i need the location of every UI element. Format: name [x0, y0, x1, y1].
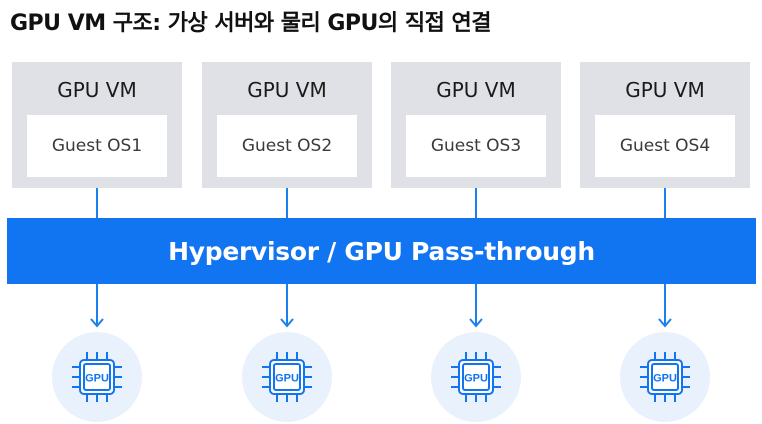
diagram-title: GPU VM 구조: 가상 서버와 물리 GPU의 직접 연결 [10, 11, 491, 36]
gpu-node-4: GPU [620, 332, 710, 422]
gpu-node-3: GPU [431, 332, 521, 422]
vm-connector-line-2 [286, 188, 288, 218]
guest-os-box-1: Guest OS1 [27, 115, 167, 177]
guest-os-label: Guest OS2 [241, 136, 333, 156]
vm-label: GPU VM [625, 78, 705, 102]
guest-os-box-3: Guest OS3 [406, 115, 546, 177]
guest-os-box-4: Guest OS4 [595, 115, 735, 177]
gpu-chip-icon: GPU [640, 352, 690, 402]
guest-os-label: Guest OS3 [430, 136, 522, 156]
gpu-chip-label: GPU [653, 373, 677, 385]
vm-label: GPU VM [436, 78, 516, 102]
down-arrow-icon [280, 284, 294, 328]
vm-label: GPU VM [57, 78, 137, 102]
vm-box-2: GPU VM Guest OS2 [202, 62, 372, 188]
gpu-chip-label: GPU [464, 373, 488, 385]
gpu-node-1: GPU [52, 332, 142, 422]
hypervisor-bar: Hypervisor / GPU Pass-through [7, 218, 756, 284]
vm-label: GPU VM [247, 78, 327, 102]
vm-connector-line-1 [96, 188, 98, 218]
down-arrow-icon [658, 284, 672, 328]
vm-connector-line-3 [475, 188, 477, 218]
gpu-chip-label: GPU [85, 373, 109, 385]
hypervisor-label: Hypervisor / GPU Pass-through [168, 236, 595, 266]
gpu-chip-icon: GPU [72, 352, 122, 402]
gpu-chip-label: GPU [275, 373, 299, 385]
down-arrow-icon [469, 284, 483, 328]
down-arrow-icon [90, 284, 104, 328]
gpu-node-2: GPU [242, 332, 332, 422]
gpu-chip-icon: GPU [451, 352, 501, 402]
vm-box-4: GPU VM Guest OS4 [580, 62, 750, 188]
vm-box-1: GPU VM Guest OS1 [12, 62, 182, 188]
vm-connector-line-4 [664, 188, 666, 218]
guest-os-label: Guest OS4 [619, 136, 711, 156]
guest-os-label: Guest OS1 [51, 136, 143, 156]
guest-os-box-2: Guest OS2 [217, 115, 357, 177]
gpu-chip-icon: GPU [262, 352, 312, 402]
vm-box-3: GPU VM Guest OS3 [391, 62, 561, 188]
